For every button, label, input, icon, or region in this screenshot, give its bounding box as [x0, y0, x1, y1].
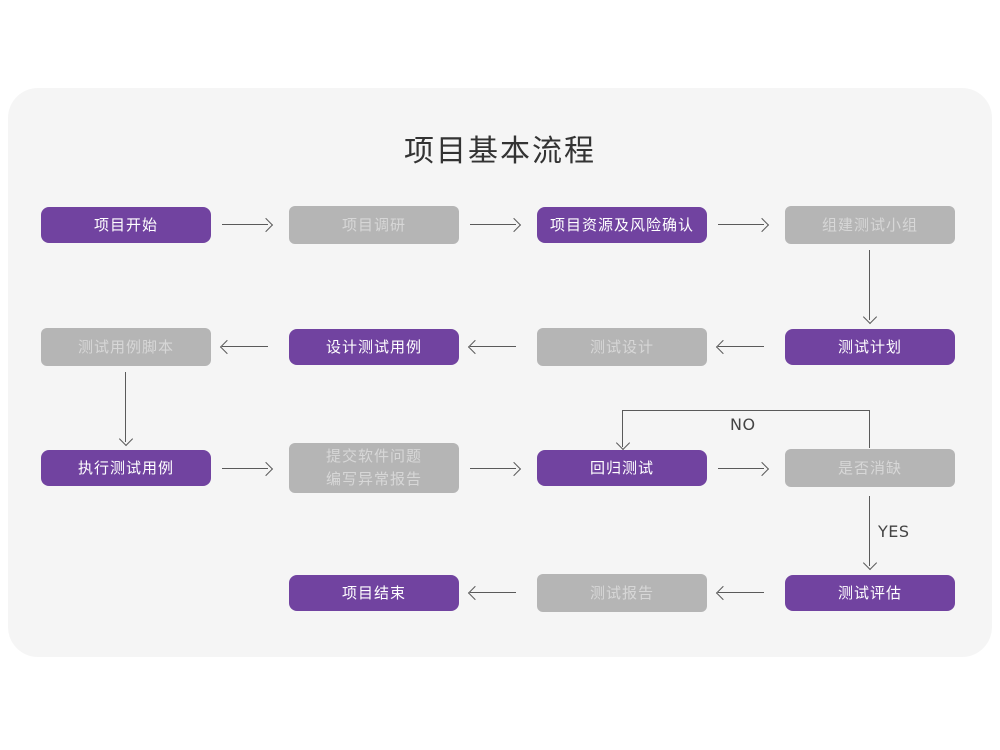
edge-label-no: NO [730, 415, 756, 434]
connector-n7-n6 [470, 346, 516, 347]
flow-node-test-case-script[interactable]: 测试用例脚本 [41, 328, 211, 366]
flow-node-defect-resolved-decision[interactable]: 是否消缺 [785, 449, 955, 487]
flow-node-regression-test[interactable]: 回归测试 [537, 450, 707, 486]
flow-node-resource-risk-confirm[interactable]: 项目资源及风险确认 [537, 207, 707, 243]
connector-yes-vertical [869, 496, 870, 566]
diagram-card [8, 88, 992, 657]
flow-node-execute-test-cases[interactable]: 执行测试用例 [41, 450, 211, 486]
connector-n9-n10 [222, 468, 268, 469]
flow-node-build-test-team[interactable]: 组建测试小组 [785, 206, 955, 244]
flow-node-test-report[interactable]: 测试报告 [537, 574, 707, 612]
connector-n6-n5 [222, 346, 268, 347]
connector-no-loop-horizontal [622, 410, 870, 411]
connector-n8-n7 [718, 346, 764, 347]
flow-node-project-end[interactable]: 项目结束 [289, 575, 459, 611]
connector-n2-n3 [470, 224, 516, 225]
connector-n10-n11 [470, 468, 516, 469]
connector-n5-n9 [125, 372, 126, 442]
connector-no-loop-left [622, 410, 623, 447]
connector-n11-n12 [718, 468, 764, 469]
flow-node-test-plan[interactable]: 测试计划 [785, 329, 955, 365]
connector-n15-n14 [718, 592, 764, 593]
flow-node-design-test-cases[interactable]: 设计测试用例 [289, 329, 459, 365]
connector-n14-n13 [470, 592, 516, 593]
connector-n3-n4 [718, 224, 764, 225]
flow-node-test-evaluation[interactable]: 测试评估 [785, 575, 955, 611]
flow-node-test-design[interactable]: 测试设计 [537, 328, 707, 366]
connector-n1-n2 [222, 224, 268, 225]
connector-n4-n8 [869, 250, 870, 320]
page-title: 项目基本流程 [404, 134, 596, 169]
edge-label-yes: YES [878, 522, 910, 541]
connector-no-loop-right [869, 410, 870, 448]
flow-node-project-research[interactable]: 项目调研 [289, 206, 459, 244]
flow-node-project-start[interactable]: 项目开始 [41, 207, 211, 243]
flow-node-submit-issue-report[interactable]: 提交软件问题 编写异常报告 [289, 443, 459, 493]
